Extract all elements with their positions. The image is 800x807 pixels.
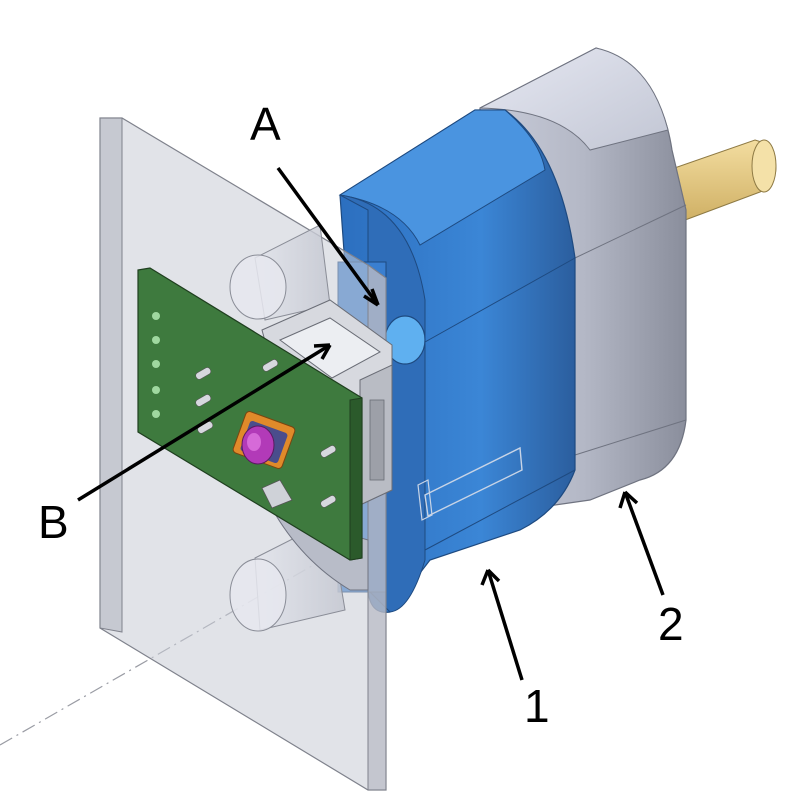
pcb-board [137, 267, 363, 561]
push-button [232, 411, 296, 469]
callout-1: 1 [480, 568, 550, 732]
label-2: 2 [658, 598, 684, 650]
upper-cylinder [229, 224, 331, 321]
label-1: 1 [524, 680, 550, 732]
callout-2: 2 [618, 490, 684, 650]
label-a: A [250, 98, 281, 150]
label-b: B [38, 496, 69, 548]
callout-a: A [250, 98, 380, 307]
callout-b: B [38, 343, 332, 548]
